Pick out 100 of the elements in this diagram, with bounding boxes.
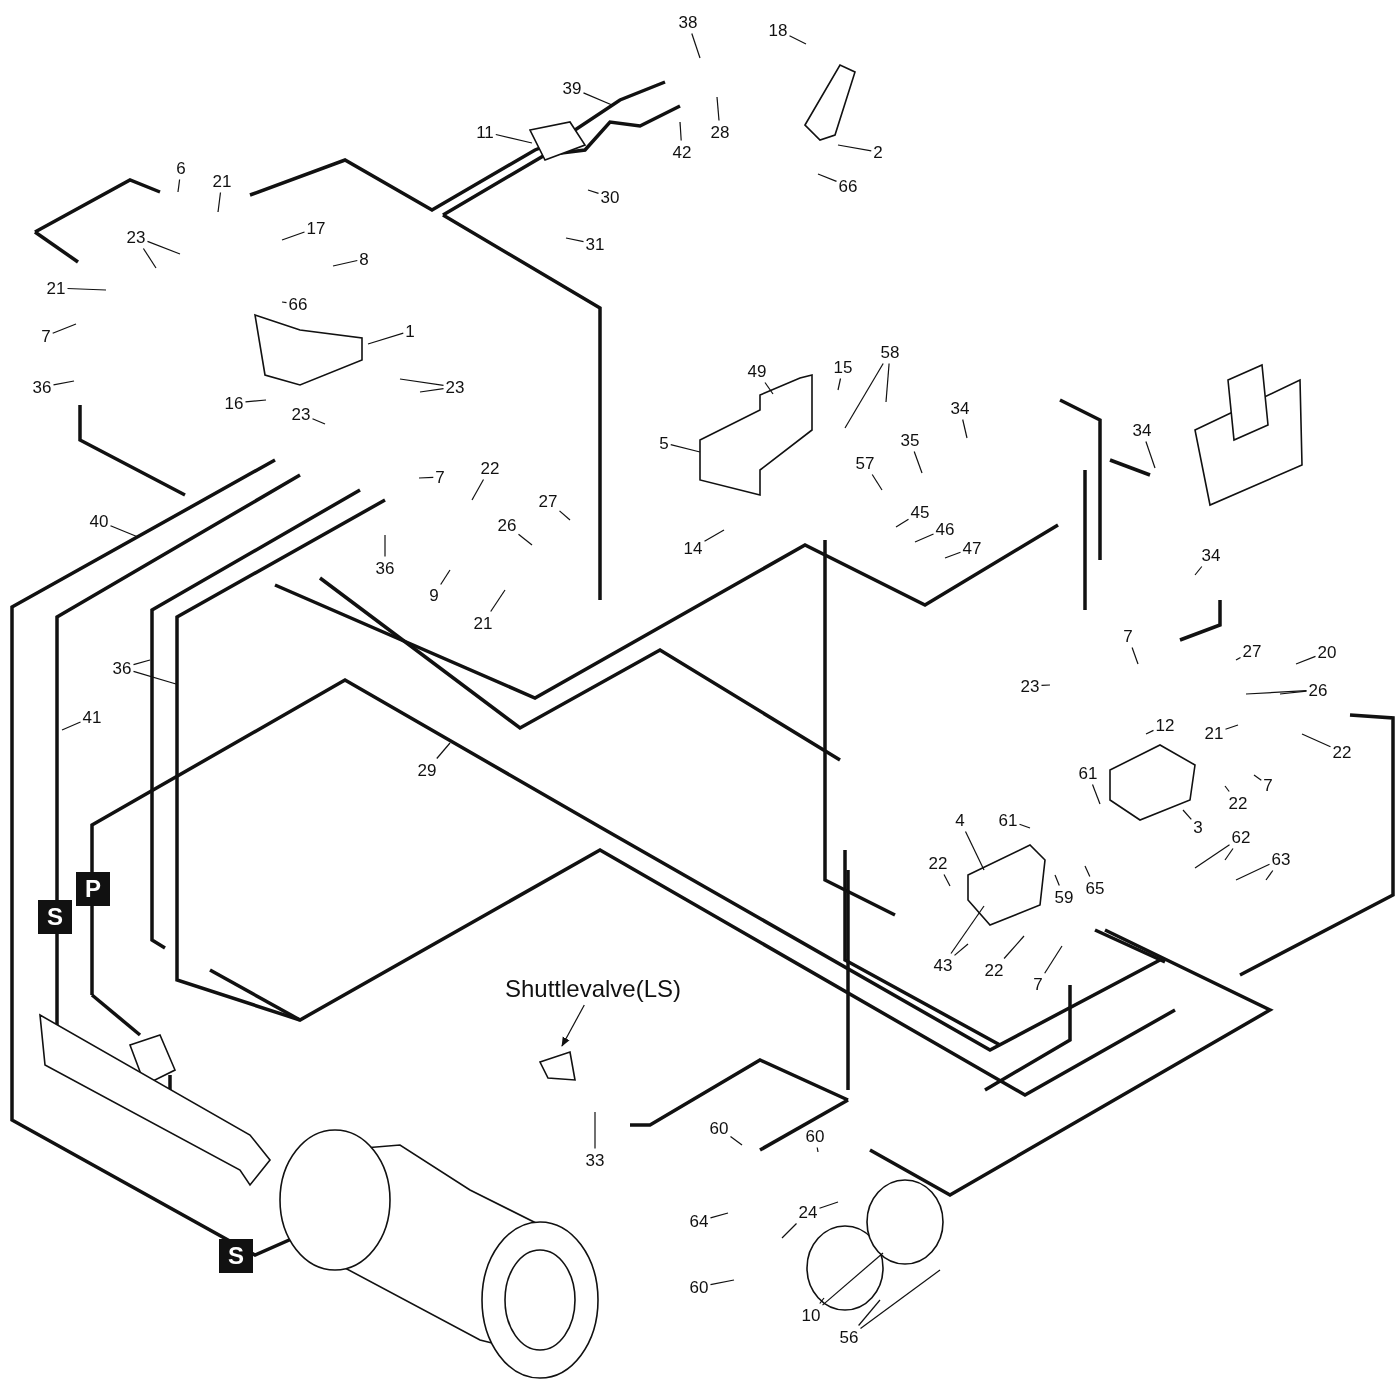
callout-number: 23 [1020, 676, 1040, 696]
leader-line [109, 525, 139, 538]
leader-line [565, 237, 585, 243]
leader-line [821, 1252, 884, 1306]
callout-number: 65 [1085, 878, 1105, 898]
leader-line [914, 533, 935, 543]
callout-number: 47 [962, 538, 982, 558]
leader-line [859, 1269, 941, 1330]
callout-number: 22 [984, 960, 1004, 980]
leader-line [52, 380, 75, 386]
leader-line [764, 381, 774, 395]
callout-number: 60 [709, 1118, 729, 1138]
leader-line [1145, 440, 1156, 469]
callout-number: 17 [306, 218, 326, 238]
callout-number: 21 [1204, 723, 1224, 743]
leader-line [913, 450, 923, 474]
leader-line [281, 301, 288, 304]
callout-number: 29 [417, 760, 437, 780]
leader-line [436, 742, 451, 760]
leader-line [1131, 646, 1139, 665]
callout-number: 7 [435, 467, 445, 487]
leader-line [871, 473, 883, 491]
leader-line [332, 259, 358, 267]
leader-line [132, 659, 151, 666]
callout-number: 18 [768, 20, 788, 40]
leader-line [1040, 684, 1051, 686]
leader-line [1224, 724, 1239, 730]
callout-number: 46 [935, 519, 955, 539]
leader-line [517, 533, 533, 546]
callout-number: 34 [950, 398, 970, 418]
leader-line [495, 133, 533, 144]
callout-number: 7 [41, 326, 51, 346]
leader-line [1044, 945, 1063, 974]
callout-number: 33 [585, 1150, 605, 1170]
leader-line [691, 32, 701, 59]
callout-number: 2 [873, 142, 883, 162]
callout-number: 22 [928, 853, 948, 873]
leader-line [419, 388, 445, 393]
leader-line [1194, 844, 1231, 869]
callout-number: 26 [497, 515, 517, 535]
leader-line [384, 534, 386, 558]
leader-line [61, 721, 82, 731]
leader-line [895, 518, 910, 528]
leader-line [1245, 690, 1308, 695]
leader-line [594, 1111, 596, 1150]
leader-line [1194, 565, 1203, 576]
leader-line [953, 943, 969, 956]
callout-number: 60 [805, 1126, 825, 1146]
leader-line [709, 1212, 729, 1219]
callout-number: 22 [1228, 793, 1248, 813]
leader-line [819, 1297, 825, 1305]
callout-number: 7 [1263, 775, 1273, 795]
callout-number: 21 [212, 171, 232, 191]
leader-line [440, 569, 451, 586]
leader-line [1295, 655, 1317, 665]
leader-line [670, 444, 701, 453]
leader-line [1091, 783, 1101, 805]
leader-line [558, 510, 571, 521]
leader-line [943, 873, 951, 887]
callout-number: 38 [678, 12, 698, 32]
leader-line [858, 1299, 881, 1327]
callout-number: 30 [600, 187, 620, 207]
callout-number: 56 [839, 1327, 859, 1347]
callout-number: 31 [585, 234, 605, 254]
leader-line [1182, 809, 1192, 820]
leader-line [399, 378, 445, 386]
leader-line [367, 332, 404, 345]
callout-number: 36 [112, 658, 132, 678]
leader-line [817, 173, 838, 182]
leader-line [729, 1135, 743, 1146]
callout-number: 35 [900, 430, 920, 450]
leader-line [1054, 874, 1060, 887]
leader-line [142, 247, 157, 269]
leader-line [587, 189, 600, 194]
callout-number: 6 [176, 158, 186, 178]
callout-number: 39 [562, 78, 582, 98]
callout-number: 4 [955, 810, 965, 830]
leader-line [217, 191, 222, 213]
leader-line [885, 362, 890, 403]
callout-text: Shuttlevalve(LS) [504, 975, 682, 1003]
leader-line [788, 35, 807, 45]
callout-number: 61 [998, 810, 1018, 830]
callout-number: 12 [1155, 715, 1175, 735]
callout-number: 22 [1332, 742, 1352, 762]
leader-line [962, 418, 968, 439]
callout-number: 34 [1132, 420, 1152, 440]
callout-number: 23 [126, 227, 146, 247]
leader-line [1018, 823, 1031, 829]
callout-number: 7 [1123, 626, 1133, 646]
leader-line [709, 1279, 735, 1286]
callout-number: 11 [476, 122, 494, 142]
leader-line [837, 144, 872, 152]
callout-number: 21 [473, 613, 493, 633]
leader-line [1235, 656, 1242, 661]
leader-line [844, 362, 884, 429]
leader-line [1253, 774, 1262, 781]
leader-line [1301, 733, 1332, 748]
callout-number: 20 [1317, 642, 1337, 662]
callout-number: 45 [910, 502, 930, 522]
callout-number: 16 [224, 393, 244, 413]
